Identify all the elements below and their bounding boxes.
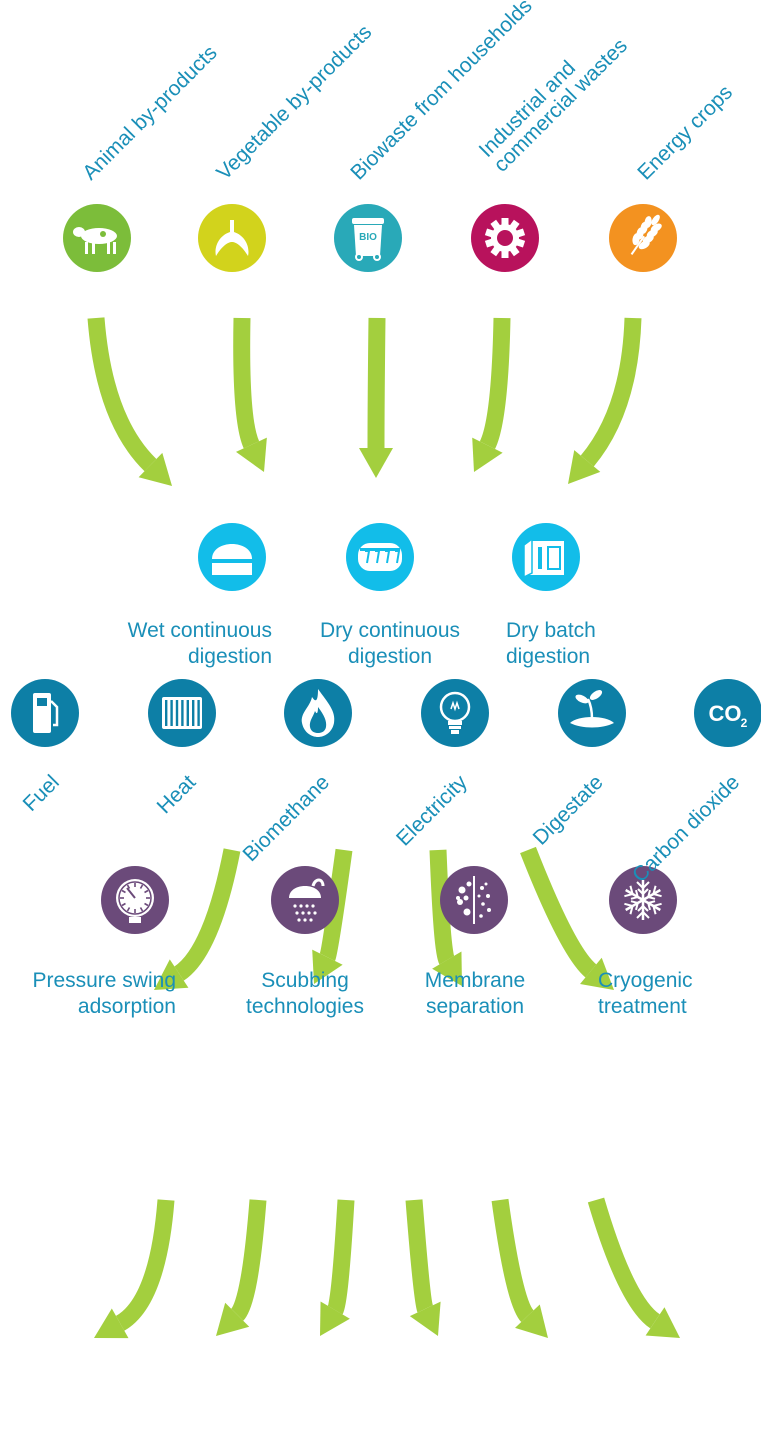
light-bulb-icon-bg (421, 679, 489, 747)
flow-arrow-shaft (491, 1198, 535, 1323)
pressure-gauge-icon (101, 866, 169, 934)
upgrading-label-psa-line2: adsorption (77, 995, 176, 1018)
flow-arrow-shaft (587, 1197, 661, 1329)
flow-arrow-shaft (115, 1199, 175, 1331)
horizontal-tank-icon (346, 523, 414, 591)
flow-arrow (587, 1197, 680, 1338)
flow-arrow-head (515, 1304, 548, 1338)
flow-arrow-head (154, 959, 189, 990)
flow-arrow (216, 1199, 267, 1336)
flow-arrow (94, 1199, 175, 1339)
digestion-label-dry-continuous: Dry continuous digestion (304, 618, 476, 670)
flow-arrow-shaft (327, 1199, 355, 1315)
banana-icon (198, 204, 266, 272)
flow-arrow (520, 846, 614, 990)
flow-arrow (359, 317, 393, 478)
flow-arrow (491, 1198, 548, 1338)
radiator-icon (148, 679, 216, 747)
flow-arrow-head (359, 448, 393, 478)
flow-arrow-shaft (87, 317, 157, 472)
digestion-label-wet: Wet continuous digestion (100, 618, 272, 670)
flow-arrow-head (235, 437, 267, 472)
digestion-label-wet-line1: Wet continuous (127, 619, 272, 642)
upgrading-label-membrane: Membrane separation (400, 968, 550, 1020)
flame-icon (284, 679, 352, 747)
shower-icon-bg (271, 866, 339, 934)
upgrading-label-membrane-line1: Membrane (424, 969, 526, 992)
membrane-icon (440, 866, 508, 934)
sprout-icon (558, 679, 626, 747)
flow-arrow (87, 317, 172, 486)
flow-arrow-head (580, 957, 614, 990)
co2-icon-bg (694, 679, 761, 747)
flow-arrow (320, 1199, 355, 1336)
snowflake-icon (609, 866, 677, 934)
svg-text:BIO: BIO (359, 232, 377, 243)
wheat-icon (609, 204, 677, 272)
flow-arrow-shaft (520, 846, 597, 978)
flow-arrow-head (312, 949, 343, 984)
upgrading-label-scrubbing-line2: technologies (246, 995, 364, 1018)
flow-arrow-shaft (233, 317, 260, 449)
digestion-label-wet-line2: digestion (187, 645, 272, 668)
flow-arrow (472, 317, 511, 472)
digestion-label-dry-batch-line1: Dry batch (506, 619, 596, 642)
digestion-label-dry-continuous-line1: Dry continuous (319, 619, 461, 642)
flow-arrow-head (645, 1307, 680, 1338)
upgrading-label-psa: Pressure swing adsorption (10, 968, 176, 1020)
flow-arrow (405, 1199, 441, 1336)
bio-bin-icon: BIO (334, 204, 402, 272)
upgrading-label-psa-line1: Pressure swing (32, 969, 176, 992)
flow-arrow-head (320, 1301, 350, 1336)
flow-arrow (312, 848, 353, 984)
digestion-label-dry-continuous-line2: digestion (347, 645, 433, 668)
upgrading-label-scrubbing-line1: Scubbing (261, 969, 349, 992)
flow-arrow-shaft (429, 849, 455, 965)
svg-text:CO: CO (709, 701, 742, 726)
flow-arrow-shaft (405, 1199, 434, 1313)
upgrading-label-cryogenic: Cryogenic treatment (598, 968, 738, 1020)
flow-arrows (87, 317, 680, 1339)
flow-arrow-shaft (367, 317, 386, 449)
flow-arrow-head (568, 450, 601, 484)
flow-arrow (429, 849, 462, 986)
flow-arrow-shaft (230, 1199, 267, 1321)
digestion-label-dry-batch: Dry batch digestion (506, 618, 666, 670)
flow-arrow (568, 317, 642, 484)
flow-arrow (233, 317, 267, 472)
shower-icon (271, 866, 339, 934)
batch-box-icon (512, 523, 580, 591)
gear-icon (471, 204, 539, 272)
flow-arrow-head (138, 452, 172, 486)
flow-arrow-head (409, 1301, 441, 1336)
upgrading-label-membrane-line2: separation (425, 995, 525, 1018)
svg-text:2: 2 (741, 716, 748, 730)
upgrading-label-cryogenic-line1: Cryogenic (598, 969, 693, 992)
flow-arrow-shaft (479, 317, 511, 449)
flow-arrow (154, 848, 241, 990)
flow-arrow-head (432, 951, 462, 986)
flow-arrow-shaft (580, 317, 642, 467)
light-bulb-icon (421, 679, 489, 747)
flow-arrow-shaft (173, 848, 241, 981)
cow-icon (63, 204, 131, 272)
flow-arrow-shaft (319, 848, 353, 961)
flow-arrow-head (216, 1302, 250, 1336)
upgrading-label-cryogenic-line2: treatment (598, 995, 687, 1018)
upgrading-label-scrubbing: Scubbing technologies (230, 968, 380, 1020)
fuel-pump-icon (11, 679, 79, 747)
digestion-label-dry-batch-line2: digestion (506, 645, 591, 668)
flow-arrow-head (94, 1308, 129, 1339)
dome-tank-icon (198, 523, 266, 591)
flow-arrow-head (472, 437, 503, 472)
